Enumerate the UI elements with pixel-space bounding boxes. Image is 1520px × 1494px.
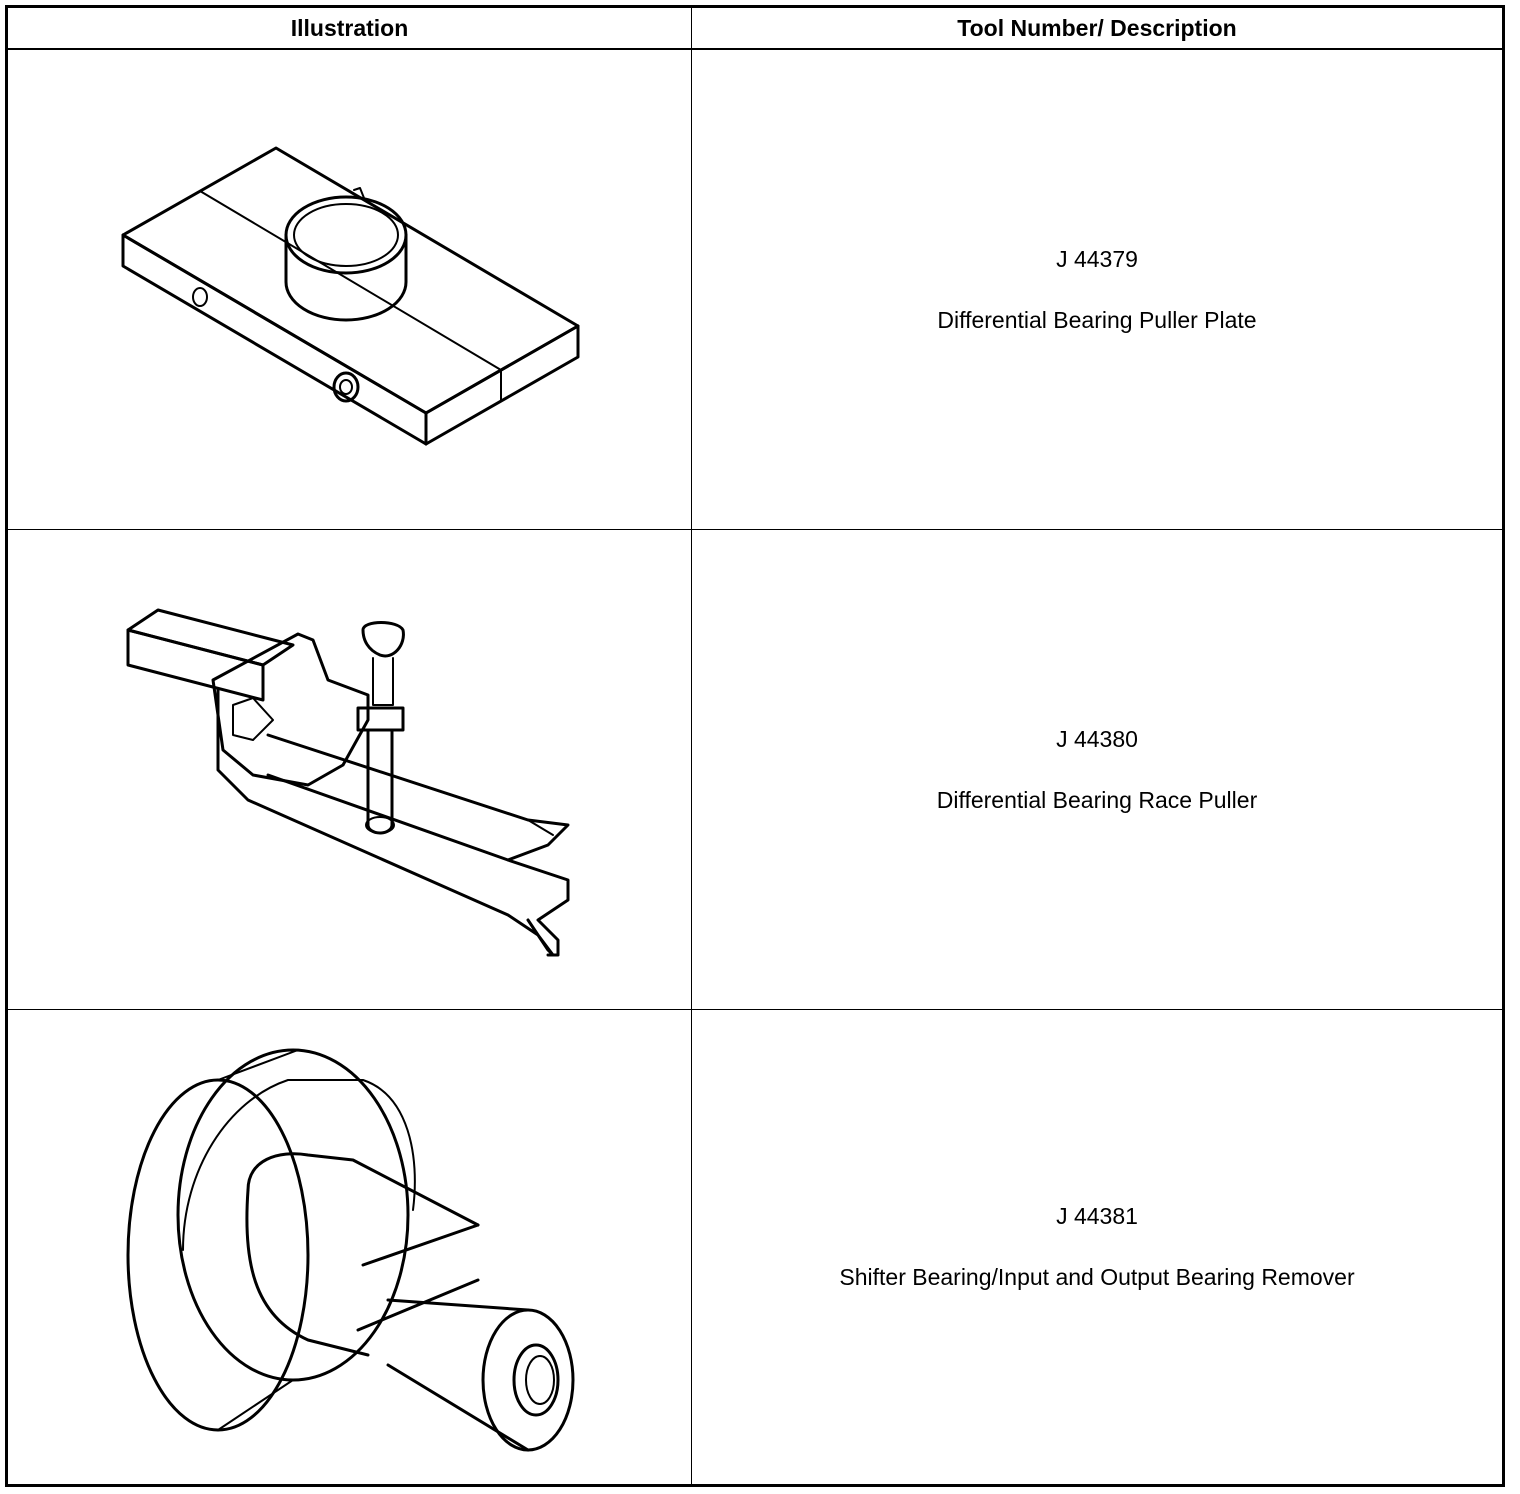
table-row: J 44380 Differential Bearing Race Puller — [8, 530, 1502, 1010]
description-cell: J 44380 Differential Bearing Race Puller — [692, 530, 1502, 1009]
race-puller-illustration — [126, 608, 570, 957]
tool-number: J 44379 — [1056, 245, 1138, 272]
header-illustration: Illustration — [8, 8, 692, 50]
table-row: J 44379 Differential Bearing Puller Plat… — [8, 50, 1502, 530]
tool-number: J 44380 — [1056, 725, 1138, 752]
table-row: J 44381 Shifter Bearing/Input and Output… — [8, 1010, 1502, 1484]
illustration-cell — [8, 50, 692, 529]
tool-description: Differential Bearing Race Puller — [936, 786, 1258, 813]
description-cell: J 44379 Differential Bearing Puller Plat… — [692, 50, 1502, 529]
description-cell: J 44381 Shifter Bearing/Input and Output… — [692, 1010, 1502, 1484]
header-tool-description: Tool Number/ Description — [692, 8, 1502, 50]
tool-number: J 44381 — [1056, 1203, 1138, 1229]
tool-description: Shifter Bearing/Input and Output Bearing… — [839, 1264, 1355, 1290]
tool-table: Illustration Tool Number/ Description — [5, 5, 1505, 1487]
tool-description: Differential Bearing Puller Plate — [937, 306, 1257, 333]
illustration-cell — [8, 530, 692, 1009]
bearing-remover-illustration — [126, 1048, 575, 1452]
illustration-cell — [8, 1010, 692, 1484]
puller-plate-illustration — [121, 146, 580, 446]
